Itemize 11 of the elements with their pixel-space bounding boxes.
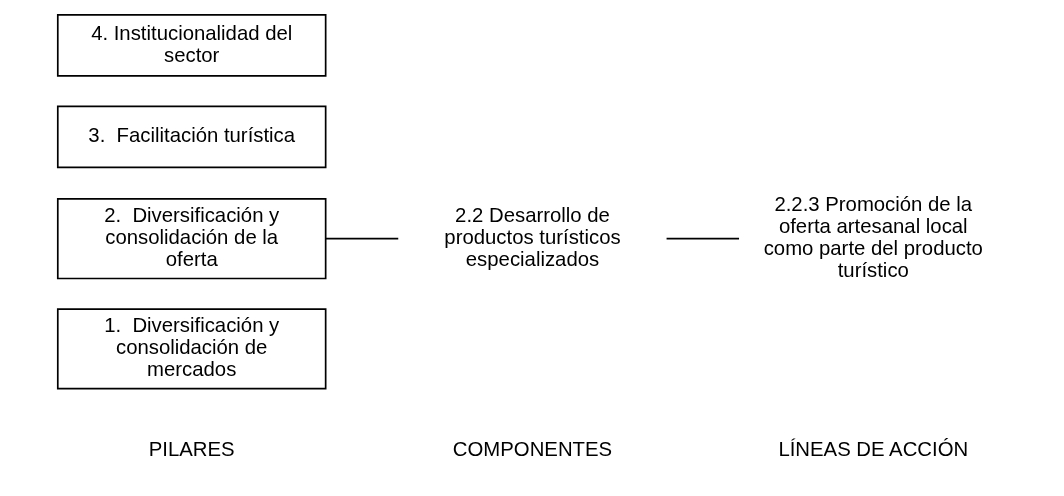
label: COMPONENTES [452,437,612,460]
node-box: 4. Institucionalidad del sector [56,14,326,77]
connector [665,237,740,240]
node-box: 2. Diversificación y consolidación de la oferta [56,198,326,280]
node-box: 1. Diversificación y consolidación de mercados [56,308,326,390]
node-text: 2.2 Desarrollo de productos turísticos especializados [443,203,621,270]
label: PILARES [148,437,235,460]
node-box: 3. Facilitación turística [56,105,326,169]
connector [324,237,399,240]
node-text: 2.2.3 Promoción de la oferta artesanal local como parte del producto turístico [763,192,983,281]
label: LÍNEAS DE ACCIÓN [777,437,968,460]
